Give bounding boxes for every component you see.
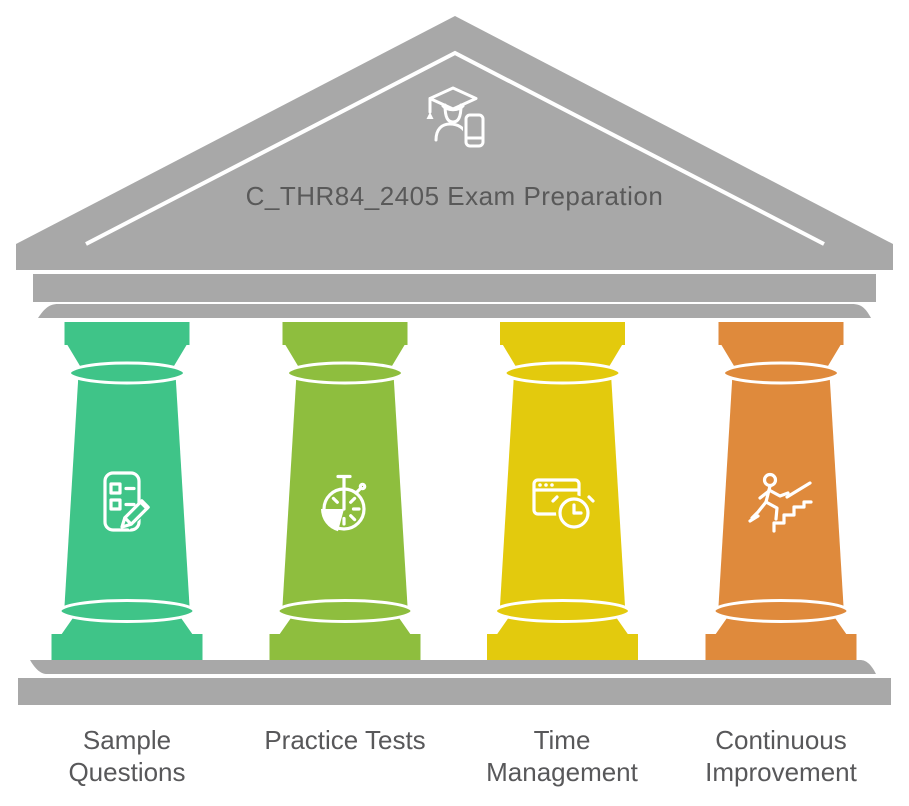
stylobate-slab (18, 678, 891, 705)
stopwatch-icon (321, 474, 367, 532)
pediment-inner-outline (85, 50, 825, 246)
stylobate-upper-bar (30, 660, 876, 674)
diagram-title: C_THR84_2405 Exam Preparation (245, 181, 664, 211)
pillar-label-continuous-improvement: Continuous Improvement (705, 725, 857, 787)
checklist-pencil-icon (103, 471, 152, 532)
browser-clock-icon (532, 478, 595, 531)
pillar-label-practice-tests: Practice Tests (264, 725, 426, 755)
pediment (16, 16, 893, 270)
pillar-column-1 (50, 320, 204, 662)
pillar-label-time-management: Time Management (486, 725, 638, 787)
frieze-bar (33, 274, 876, 302)
architrave-bar (38, 304, 871, 318)
pillar-column-4 (704, 320, 858, 662)
graduate-with-phone-icon (426, 86, 487, 149)
person-climbing-stairs-icon (748, 472, 813, 533)
pillar-label-sample-questions: Sample Questions (68, 725, 186, 787)
